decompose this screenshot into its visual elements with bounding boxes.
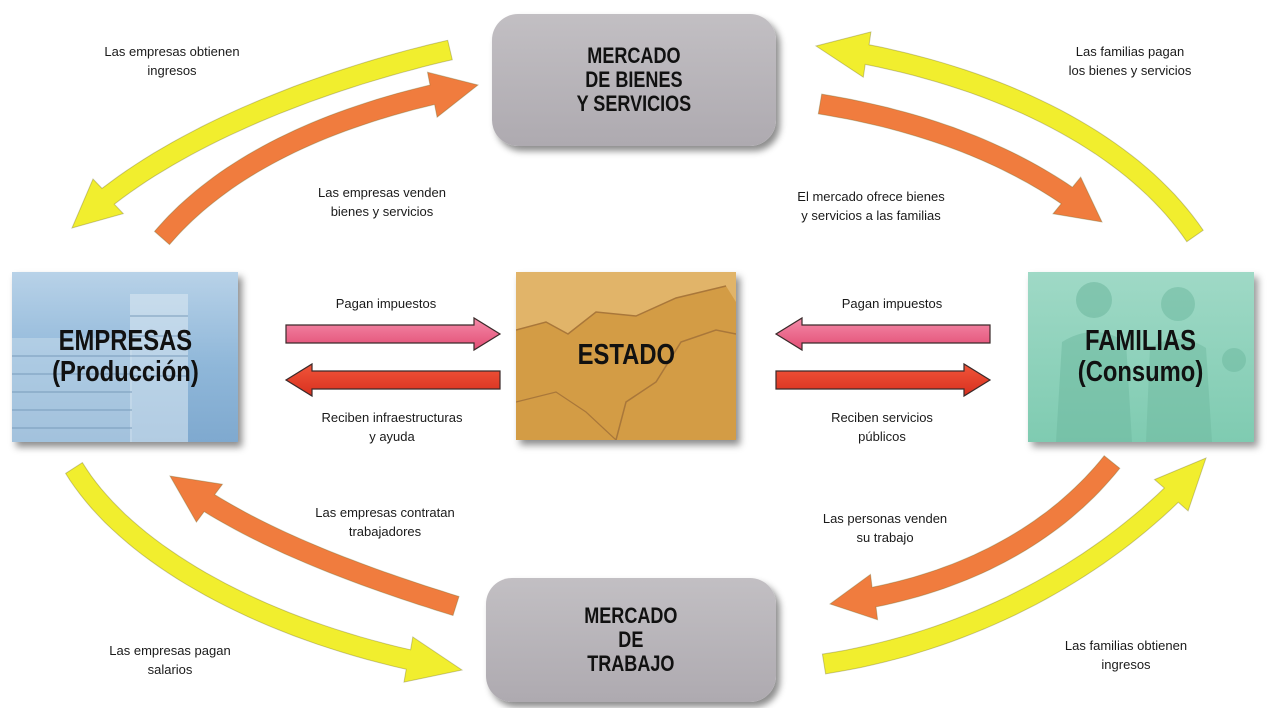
label-line: bienes y servicios xyxy=(330,204,434,219)
label-line: Pagan impuestos xyxy=(335,296,437,311)
label-line: ingresos xyxy=(1101,657,1151,672)
label-familias-obtienen: Las familias obtienen ingresos xyxy=(1026,636,1226,674)
label-line: salarios xyxy=(147,662,193,677)
familias-line-2: (Consumo) xyxy=(1078,356,1204,388)
label-line: los bienes y servicios xyxy=(1068,63,1192,78)
arrow-empresas-venden xyxy=(153,71,480,246)
estado-line-1: ESTADO xyxy=(577,339,675,372)
label-empresas-obtienen: Las empresas obtienen ingresos xyxy=(72,42,272,80)
label-line: Las empresas venden xyxy=(318,185,446,200)
label-pagan-impuestos-der: Pagan impuestos xyxy=(812,294,972,313)
arrow-familias-pagan-impuestos xyxy=(774,316,991,352)
empresas-title: EMPRESAS (Producción) xyxy=(51,324,199,389)
mercado-bienes-line-2: DE BIENES xyxy=(585,67,683,93)
label-line: Las empresas obtienen xyxy=(104,44,240,59)
label-line: Las personas venden xyxy=(822,511,948,526)
arrow-empresas-contratan xyxy=(169,475,460,617)
label-pagan-impuestos-izq: Pagan impuestos xyxy=(306,294,466,313)
familias-node: FAMILIAS (Consumo) xyxy=(1028,272,1254,442)
mercado-bienes-line-1: MERCADO xyxy=(587,43,681,69)
label-reciben-servicios: Reciben servicios públicos xyxy=(792,408,972,446)
mercado-trabajo-title: MERCADO DE TRABAJO xyxy=(584,604,677,675)
label-line: Las empresas contratan xyxy=(315,505,455,520)
arrow-empresas-pagan-impuestos xyxy=(285,316,502,352)
label-line: Reciben infraestructuras xyxy=(321,410,463,425)
arrow-estado-a-familias xyxy=(775,362,992,398)
label-line: su trabajo xyxy=(856,530,914,545)
arrow-personas-venden xyxy=(828,454,1121,621)
mercado-bienes-line-3: Y SERVICIOS xyxy=(576,90,692,116)
mercado-trabajo-line-3: TRABAJO xyxy=(587,650,675,676)
label-line: públicos xyxy=(858,429,906,444)
map-illustration xyxy=(516,272,736,440)
arrow-empresas-obtienen-ingresos xyxy=(71,39,453,229)
label-reciben-infraestructuras: Reciben infraestructuras y ayuda xyxy=(292,408,492,446)
estado-title: ESTADO xyxy=(577,339,675,372)
label-line: Las familias obtienen xyxy=(1064,638,1188,653)
label-line: ingresos xyxy=(147,63,197,78)
empresas-node: EMPRESAS (Producción) xyxy=(12,272,238,442)
curved-flow-arrows xyxy=(64,31,1207,683)
mercado-trabajo-line-1: MERCADO xyxy=(584,603,678,629)
familias-title: FAMILIAS (Consumo) xyxy=(1078,324,1204,389)
label-line: Pagan impuestos xyxy=(841,296,943,311)
label-line: Reciben servicios xyxy=(831,410,933,425)
label-mercado-ofrece: El mercado ofrece bienes y servicios a l… xyxy=(766,187,976,225)
mercado-trabajo-line-2: DE xyxy=(618,627,644,653)
label-empresas-contratan: Las empresas contratan trabajadores xyxy=(280,503,490,541)
empresas-line-2: (Producción) xyxy=(51,356,199,388)
arrow-estado-a-empresas xyxy=(284,362,501,398)
label-line: y ayuda xyxy=(369,429,415,444)
label-line: y servicios a las familias xyxy=(801,208,941,223)
familias-line-1: FAMILIAS xyxy=(1085,324,1197,357)
label-empresas-pagan: Las empresas pagan salarios xyxy=(70,641,270,679)
mercado-trabajo-node: MERCADO DE TRABAJO xyxy=(486,578,776,702)
label-line: Las empresas pagan xyxy=(109,643,231,658)
mercado-bienes-node: MERCADO DE BIENES Y SERVICIOS xyxy=(492,14,776,146)
label-line: Las familias pagan xyxy=(1075,44,1185,59)
building-illustration xyxy=(12,294,188,442)
mercado-bienes-title: MERCADO DE BIENES Y SERVICIOS xyxy=(577,44,692,115)
straight-flow-arrows xyxy=(284,316,992,398)
empresas-line-1: EMPRESAS xyxy=(58,324,192,357)
estado-node: ESTADO xyxy=(516,272,736,440)
label-empresas-venden: Las empresas venden bienes y servicios xyxy=(282,183,482,221)
label-line: El mercado ofrece bienes xyxy=(797,189,945,204)
family-illustration xyxy=(1056,282,1246,442)
arrow-familias-obtienen-ingresos xyxy=(821,457,1207,675)
arrow-mercado-ofrece xyxy=(817,93,1103,223)
label-line: trabajadores xyxy=(348,524,422,539)
label-personas-venden: Las personas venden su trabajo xyxy=(785,509,985,547)
label-familias-pagan: Las familias pagan los bienes y servicio… xyxy=(1030,42,1230,80)
arrow-empresas-pagan-salarios xyxy=(64,461,464,683)
arrow-familias-pagan xyxy=(814,31,1204,243)
